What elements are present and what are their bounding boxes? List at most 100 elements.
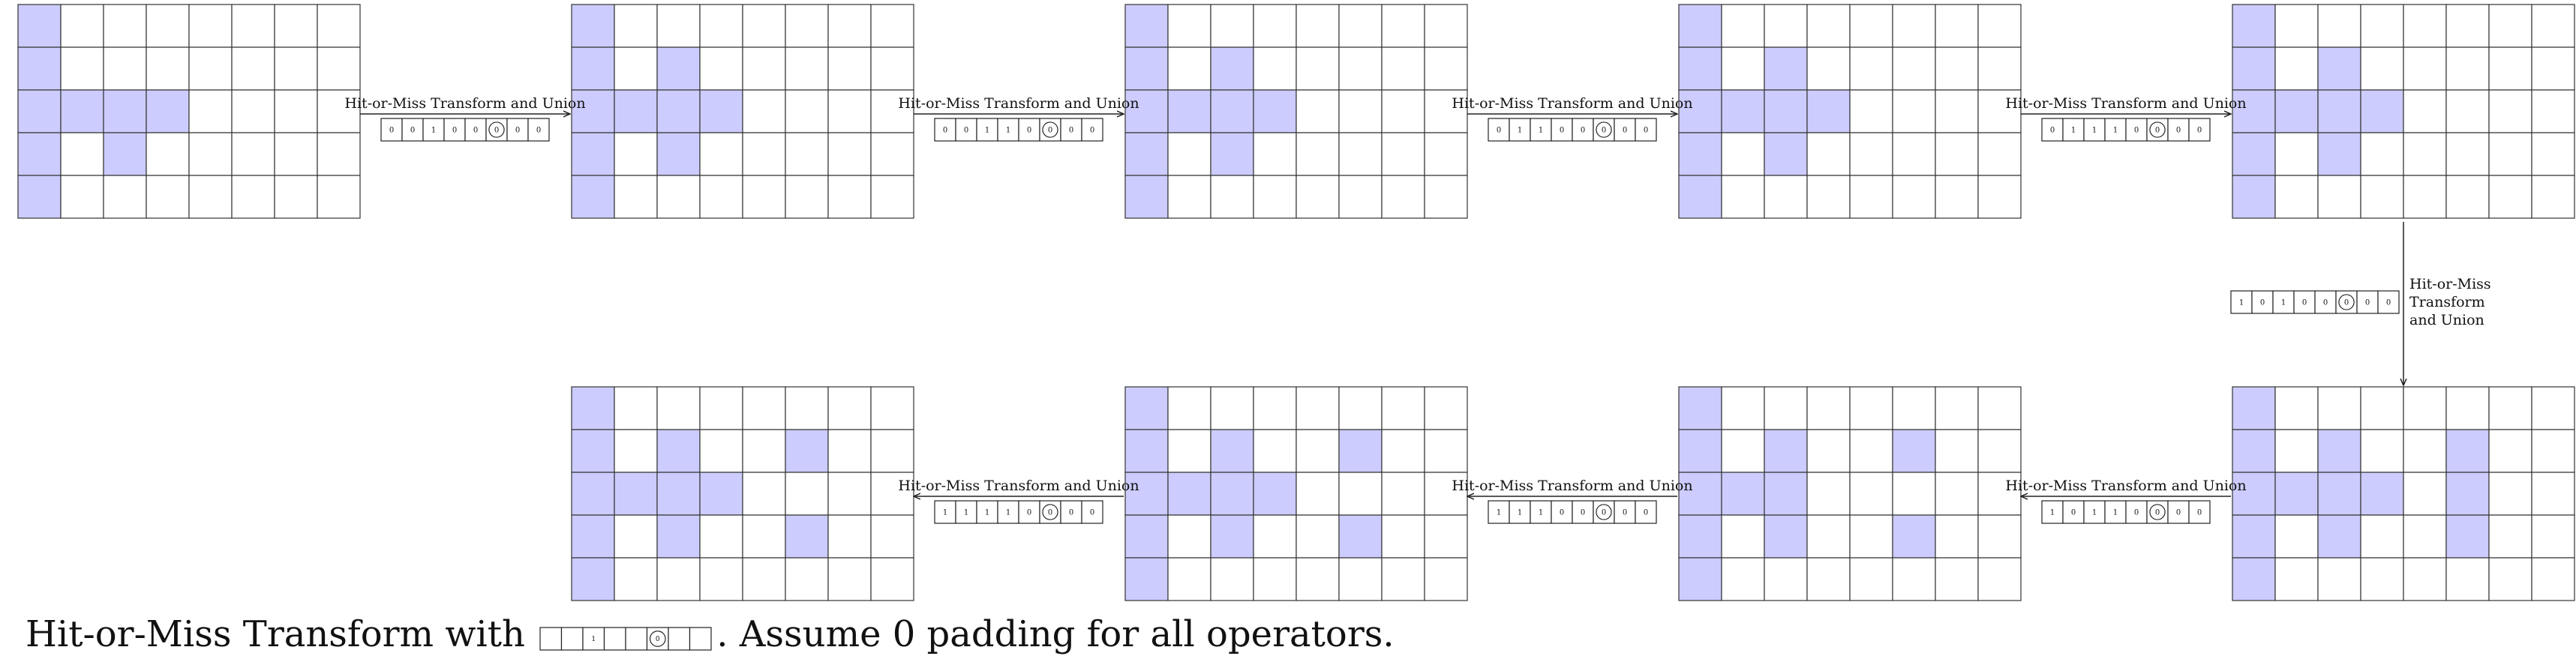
kernel-cell [668,627,691,651]
kernel-value: 0 [536,127,541,135]
grid-cell-off [60,4,104,48]
grid-cell-off [785,4,829,48]
kernel-cell [2125,118,2148,142]
grid-cell-off [1167,4,1211,48]
kernel-value: 0 [1069,127,1073,135]
grid-cell-on [571,46,615,91]
grid-cell-off [614,386,658,430]
kernel-value: 1 [1006,127,1010,135]
grid-cell-off [274,132,318,176]
grid-cell-off [231,89,275,133]
grid-cell-on [785,514,829,559]
grid-cell-on [656,514,701,559]
grid-cell-off [1721,429,1765,473]
grid-cell-off [870,557,914,601]
grid-cell-off [1892,557,1936,601]
grid-cell-on [1124,89,1169,133]
kernel-value: 0 [2260,299,2265,307]
kernel-origin-value: 0 [1602,127,1606,135]
grid-cell-off [870,4,914,48]
grid-cell-off [2403,514,2447,559]
kernel-cell [1018,118,1040,142]
grid-cell-off [1806,557,1851,601]
grid-cell-off [2403,4,2447,48]
grid-cell-off [1296,132,1340,176]
grid-cell-on [146,89,190,133]
grid-cell-off [1721,4,1765,48]
kernel-cell [955,118,977,142]
kernel-value: 1 [1497,509,1501,517]
grid-cell-on [17,175,62,219]
grid-cell-on [17,4,62,48]
grid-cell-off [1806,4,1851,48]
grid-cell-on [1678,4,1722,48]
grid-cell-on [2232,175,2276,219]
kernel-cell [1530,118,1552,142]
grid-cell-on [2232,46,2276,91]
grid-cell-on [571,4,615,48]
grid-cell-on [571,132,615,176]
grid-cell-off [188,46,233,91]
grid-cell-off [827,46,872,91]
grid-cell-off [2488,386,2532,430]
grid-cell-off [2531,557,2575,601]
grid-cell-off [1721,175,1765,219]
kernel-origin-value: 0 [1048,127,1052,135]
grid-cell-off [785,46,829,91]
operator-label: Hit-or-Miss Transform and Union [2005,95,2246,112]
kernel-value: 0 [1644,127,1648,135]
kernel-value: 1 [2071,127,2076,135]
grid-cell-on [1167,472,1211,516]
grid-cell-off [2531,175,2575,219]
grid-cell-off [231,132,275,176]
kernel-value: 0 [2134,127,2139,135]
grid-cell-off [2531,46,2575,91]
grid-cell-off [1977,175,2022,219]
kernel-value: 1 [1518,127,1522,135]
kernel-origin-value: 0 [1048,509,1052,517]
kernel-value: 0 [452,127,457,135]
grid-cell-off [1892,175,1936,219]
grid-cell-off [1381,4,1425,48]
grid-cell-off [1338,4,1383,48]
grid-cell-on [1210,472,1254,516]
grid-cell-on [2317,46,2361,91]
grid-cell-on [1764,429,1808,473]
kernel-value: 0 [410,127,415,135]
grid-cell-off [827,514,872,559]
kernel-cell [1509,118,1531,142]
grid-cell-on [2360,472,2404,516]
grid-cell-off [317,46,361,91]
grid-cell-off [1338,472,1383,516]
grid-cell-off [827,386,872,430]
operator-label-vertical-line: Transform [2409,294,2485,310]
grid-cell-off [1424,89,1468,133]
grid-cell-off [1721,514,1765,559]
grid-cell-off [2488,557,2532,601]
kernel-cell [976,118,998,142]
kernel-cell [443,118,466,142]
binary-grid-2 [571,4,914,219]
grid-cell-off [614,4,658,48]
grid-cell-off [870,514,914,559]
grid-cell-off [2488,132,2532,176]
kernel-cell [1081,500,1103,524]
grid-cell-off [2360,514,2404,559]
grid-cell-off [1424,132,1468,176]
kernel-cell [1018,500,1040,524]
grid-cell-on [1210,132,1254,176]
operator-label: Hit-or-Miss Transform and Union [2005,478,2246,494]
grid-cell-on [571,514,615,559]
grids-layer [17,4,2575,601]
grid-cell-off [1849,4,1893,48]
grid-cell-off [1892,4,1936,48]
grid-cell-on [2317,429,2361,473]
grid-cell-on [656,89,701,133]
grid-cell-off [1849,429,1893,473]
grid-cell-off [827,175,872,219]
grid-cell-on [1892,429,1936,473]
